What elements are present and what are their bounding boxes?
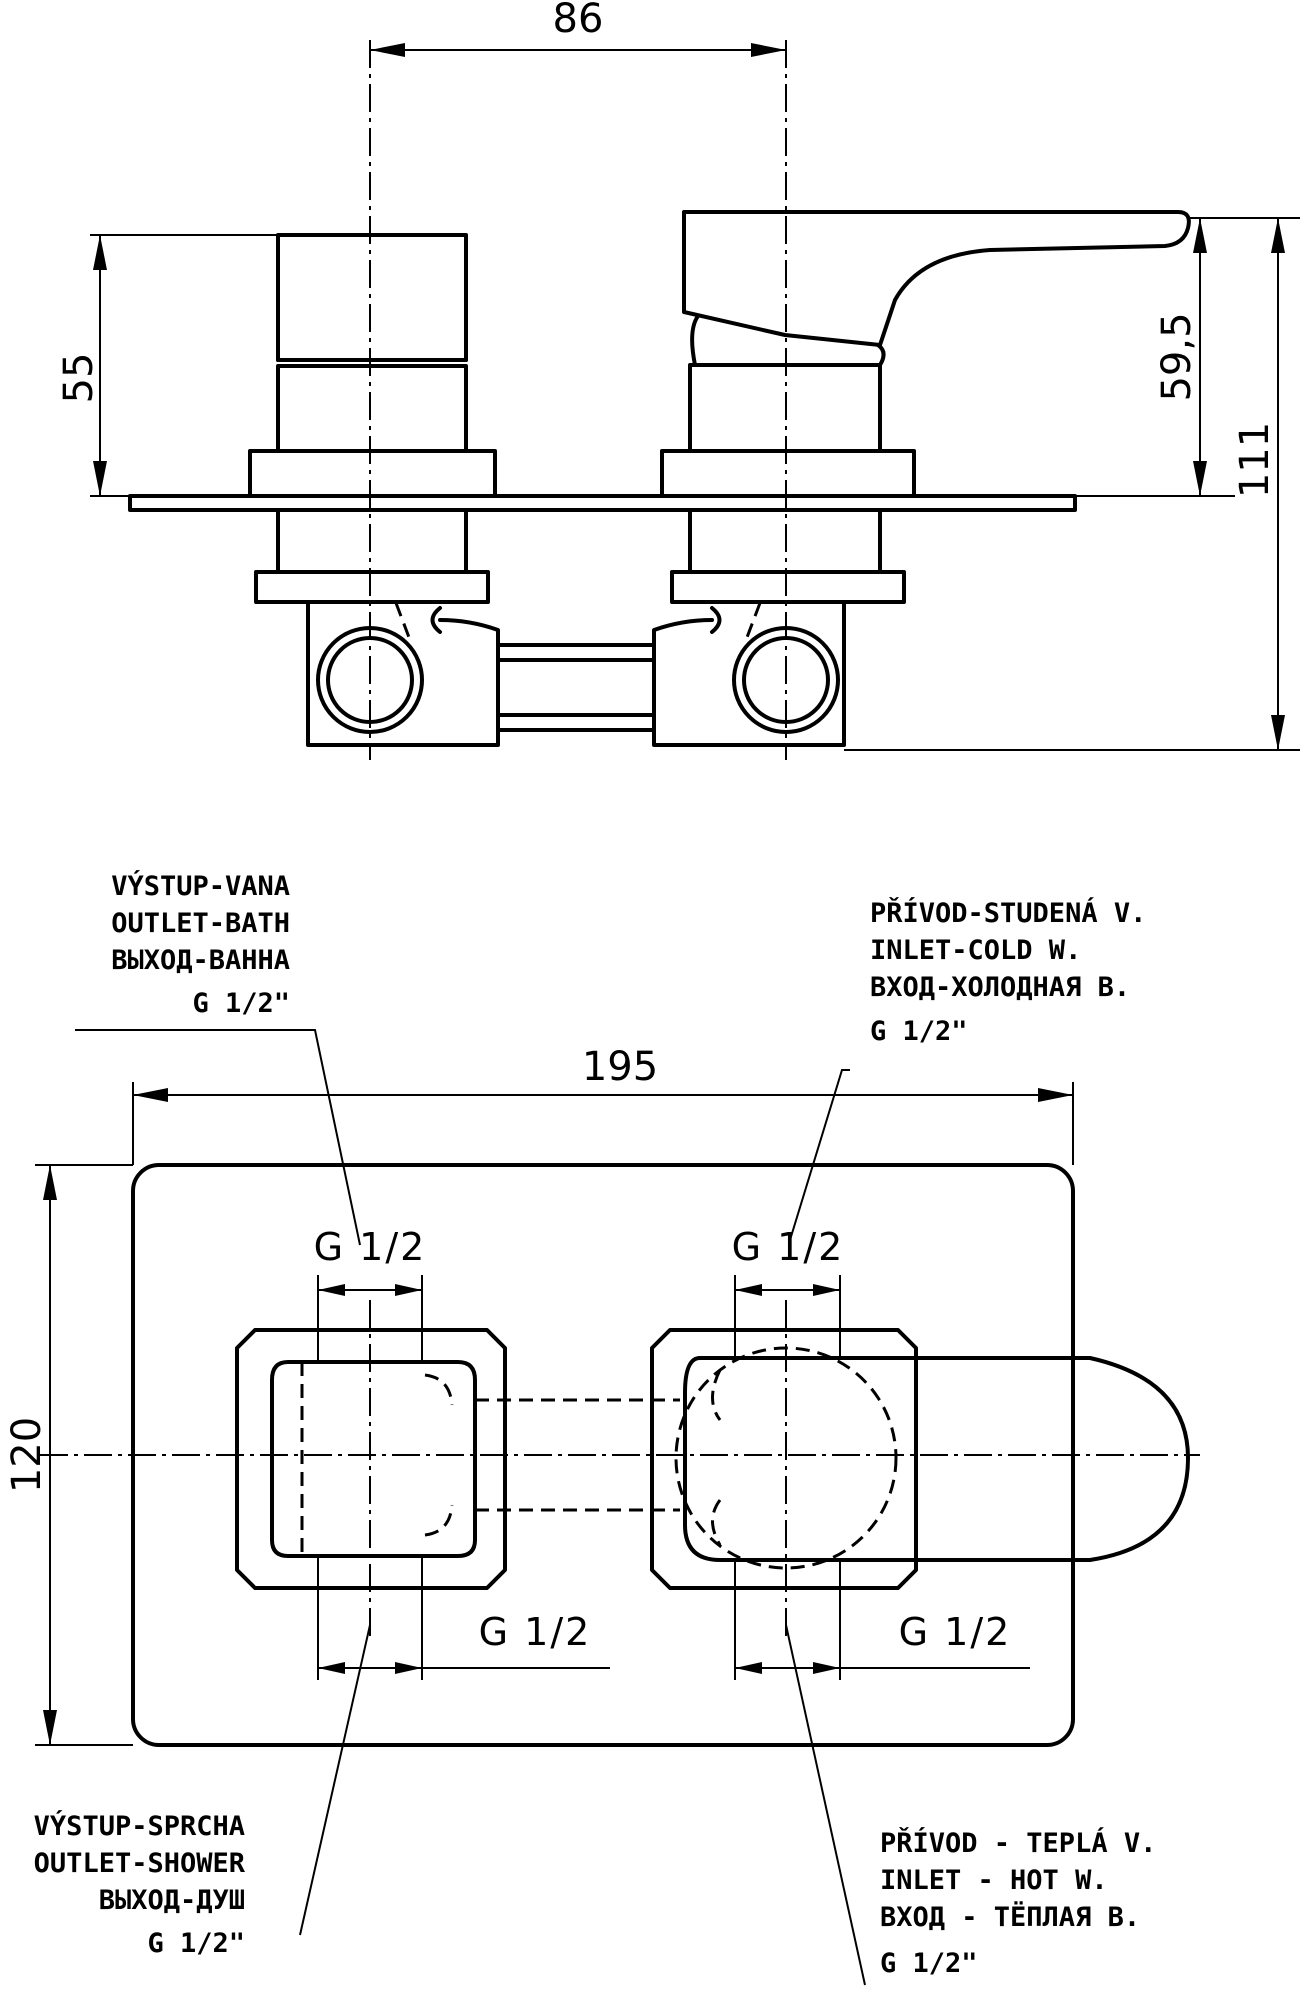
svg-text:OUTLET-SHOWER: OUTLET-SHOWER xyxy=(34,1848,246,1879)
svg-text:G 1/2": G 1/2" xyxy=(147,1928,245,1959)
svg-text:PŘÍVOD-STUDENÁ V.: PŘÍVOD-STUDENÁ V. xyxy=(870,897,1146,929)
dim-total-height: 111 xyxy=(1232,422,1278,498)
dim-plate-height: 120 xyxy=(4,1417,50,1493)
callout-outlet-shower: VÝSTUP-SPRCHA OUTLET-SHOWER ВЫХОД-ДУШ G … xyxy=(34,1810,246,1959)
svg-text:VÝSTUP-VANA: VÝSTUP-VANA xyxy=(111,870,290,902)
thread-bottom-right: G 1/2 xyxy=(899,1610,1012,1654)
svg-text:PŘÍVOD - TEPLÁ V.: PŘÍVOD - TEPLÁ V. xyxy=(880,1827,1156,1859)
svg-text:G 1/2": G 1/2" xyxy=(192,988,290,1019)
thread-top-left: G 1/2 xyxy=(314,1225,427,1269)
svg-text:ВХОД - ТЁПЛАЯ В.: ВХОД - ТЁПЛАЯ В. xyxy=(880,1901,1140,1933)
svg-text:ВХОД-ХОЛОДНАЯ В.: ВХОД-ХОЛОДНАЯ В. xyxy=(870,972,1130,1003)
thread-bottom-left: G 1/2 xyxy=(479,1610,592,1654)
svg-text:INLET-COLD W.: INLET-COLD W. xyxy=(870,935,1081,966)
callout-outlet-bath: VÝSTUP-VANA OUTLET-BATH ВЫХОД-ВАННА G 1/… xyxy=(111,870,290,1019)
thread-top-right: G 1/2 xyxy=(732,1225,845,1269)
callout-inlet-cold: PŘÍVOD-STUDENÁ V. INLET-COLD W. ВХОД-ХОЛ… xyxy=(870,897,1146,1047)
svg-text:ВЫХОД-ДУШ: ВЫХОД-ДУШ xyxy=(99,1885,245,1916)
callout-inlet-hot: PŘÍVOD - TEPLÁ V. INLET - HOT W. ВХОД - … xyxy=(880,1827,1156,1979)
svg-text:VÝSTUP-SPRCHA: VÝSTUP-SPRCHA xyxy=(34,1810,245,1842)
svg-text:ВЫХОД-ВАННА: ВЫХОД-ВАННА xyxy=(111,945,290,976)
svg-text:INLET - HOT W.: INLET - HOT W. xyxy=(880,1865,1108,1896)
dim-right-height: 59,5 xyxy=(1154,312,1200,401)
svg-text:G 1/2": G 1/2" xyxy=(880,1948,978,1979)
side-view: 86 55 59,5 111 xyxy=(56,0,1300,760)
dim-plate-width: 195 xyxy=(582,1044,658,1090)
dim-top-width: 86 xyxy=(553,0,604,42)
front-view: G 1/2 G 1/2 G 1/2 G 1/2 195 xyxy=(4,870,1200,1986)
svg-text:G 1/2": G 1/2" xyxy=(870,1016,968,1047)
svg-text:OUTLET-BATH: OUTLET-BATH xyxy=(111,908,290,939)
dim-left-height: 55 xyxy=(56,353,102,404)
